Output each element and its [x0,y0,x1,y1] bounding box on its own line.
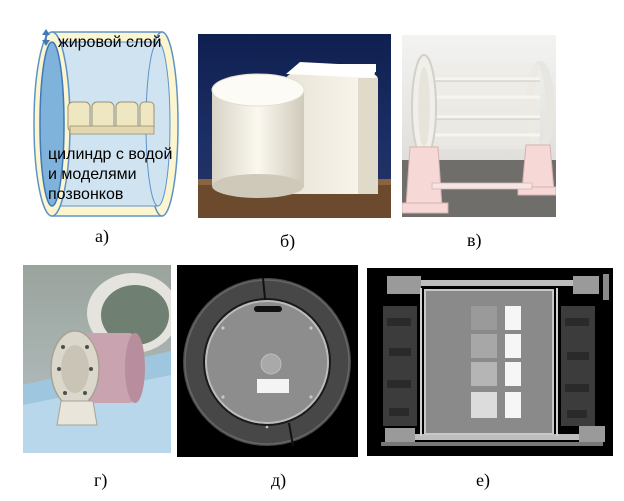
phantom-on-ct-table-photo [23,265,171,453]
axial-ct-slice-image [177,265,358,457]
panel-b-photo [198,34,391,218]
panel-d-ct-axial [177,265,358,457]
panel-e-ct-coronal [367,268,613,456]
bone-insert [257,379,289,393]
panel-v-photo [402,35,556,217]
plastic-box [286,62,378,194]
coronal-ct-slice-image [367,268,613,456]
caption-b: б) [280,231,296,251]
caption-e: е) [476,470,490,490]
vertebra-inserts [471,306,521,418]
caption-a: а) [95,226,109,246]
panel-g-photo [23,265,171,453]
vertebra-models [67,101,155,135]
panel-a-schematic: жировой слой цилиндр с водой и моделями … [20,28,198,220]
fat-layer-label: жировой слой [58,34,162,51]
acrylic-phantom-frame-photo [402,35,556,217]
phantom-schematic-drawing [33,29,179,217]
caption-d: д) [271,470,287,490]
fat-thickness-arrow-icon [42,29,50,46]
plastic-cylinder [211,73,305,198]
caption-v: в) [467,230,482,250]
pink-stands [402,144,556,214]
water-cylinder-front [39,41,65,207]
caption-g: г) [94,470,108,490]
fat-equivalent-blocks-photo [198,34,391,218]
cylinder-label-line-2: и моделями [48,166,137,183]
cylinder-label-line-1: цилиндр с водой [48,146,173,163]
cylinder-label-line-3: позвонков [48,186,124,203]
